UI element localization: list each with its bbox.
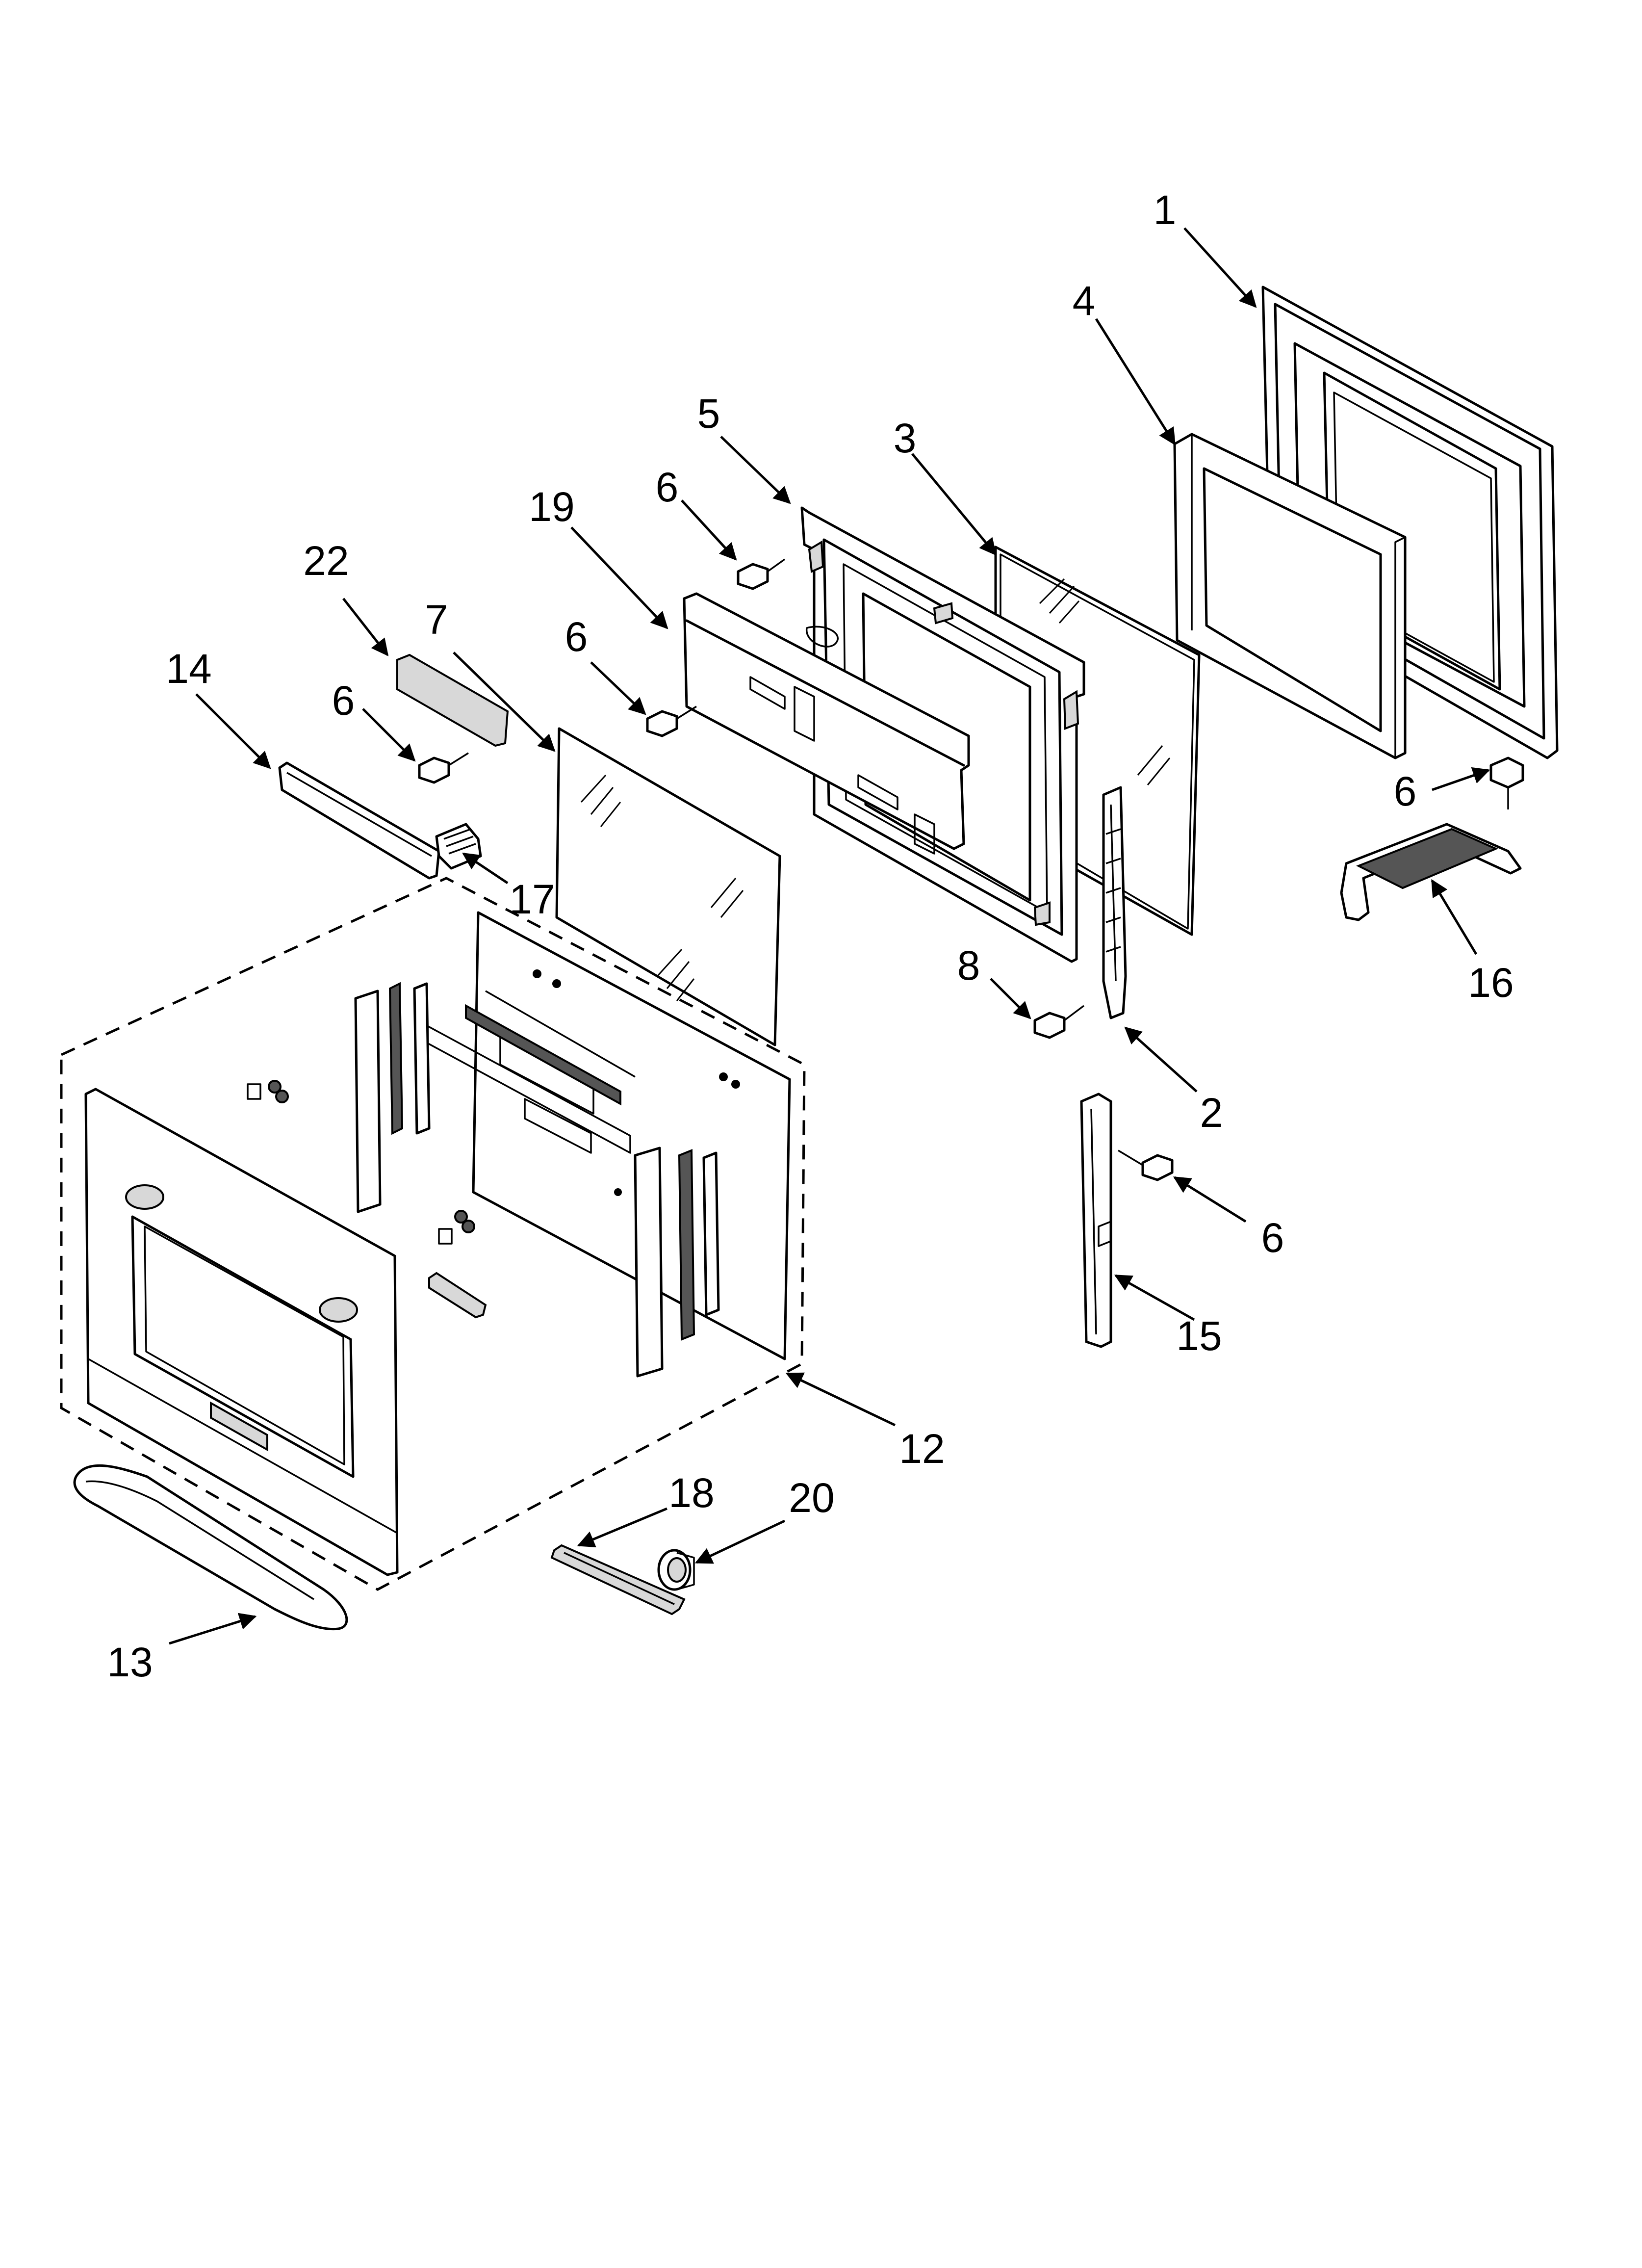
arrow-19	[570, 526, 668, 629]
label-part-22: 22	[303, 538, 349, 584]
arrow-6-c	[362, 708, 416, 762]
part-16-support-bracket	[1340, 823, 1522, 921]
label-part-14: 14	[166, 646, 211, 692]
label-part-6-a: 6	[656, 464, 679, 510]
label-part-7: 7	[425, 597, 448, 643]
screw-6-a	[737, 558, 786, 590]
part-1-outer-door-frame	[1261, 286, 1559, 759]
leader-arrows	[169, 227, 1490, 1645]
arrow-5	[720, 436, 791, 504]
part-4-gasket-frame	[1173, 433, 1407, 759]
screw-6-c	[418, 752, 469, 784]
label-part-6-c: 6	[332, 678, 355, 724]
label-part-15: 15	[1176, 1313, 1222, 1359]
label-part-6-d: 6	[1394, 768, 1417, 814]
part-number-labels: 1 2 3 4 5 6 6 6 6 6 7 8 12 13 14 15 16 1…	[107, 187, 1514, 1685]
part-8-screw	[1033, 1005, 1085, 1039]
arrow-4	[1095, 318, 1176, 445]
arrow-1	[1183, 227, 1257, 308]
arrow-14	[195, 693, 271, 769]
part-22-bracket	[396, 653, 509, 747]
label-part-16: 16	[1468, 960, 1514, 1006]
arrow-6-d	[1432, 767, 1490, 791]
part-7-middle-glass	[555, 727, 781, 1046]
label-part-4: 4	[1073, 278, 1096, 324]
part-18-badge	[550, 1544, 686, 1616]
arrow-6-e	[1173, 1176, 1247, 1223]
arrow-12	[785, 1372, 896, 1427]
arrow-3	[911, 453, 997, 556]
label-part-18: 18	[668, 1470, 714, 1516]
screw-6-d	[1489, 756, 1524, 809]
arrow-2	[1124, 1026, 1198, 1093]
arrow-8	[990, 978, 1031, 1019]
part-20-knob	[657, 1549, 695, 1591]
arrow-7	[453, 652, 556, 752]
screw-6-e	[1118, 1149, 1174, 1181]
arrow-6-a	[681, 499, 737, 561]
label-part-8: 8	[957, 942, 980, 989]
arrow-13	[169, 1613, 257, 1645]
arrow-18	[577, 1507, 667, 1548]
arrow-22	[342, 598, 389, 656]
arrow-6-b	[590, 661, 646, 715]
label-part-19: 19	[529, 484, 574, 530]
label-part-17: 17	[509, 876, 555, 922]
label-part-2: 2	[1200, 1090, 1223, 1136]
part-19-heat-shield	[683, 592, 970, 855]
label-part-20: 20	[789, 1475, 834, 1521]
arrow-16	[1431, 879, 1478, 955]
arrow-20	[694, 1519, 786, 1564]
label-part-1: 1	[1154, 187, 1177, 233]
label-part-12: 12	[899, 1426, 945, 1472]
part-12-door-assembly	[60, 877, 806, 1591]
label-part-13: 13	[107, 1639, 153, 1685]
arrow-17	[462, 852, 509, 885]
arrow-15	[1114, 1274, 1195, 1321]
label-part-5: 5	[697, 391, 720, 437]
screw-6-b	[646, 705, 697, 737]
part-14-hinge-strip	[278, 761, 440, 880]
label-part-3: 3	[894, 415, 917, 461]
part-13-door-handle	[73, 1464, 348, 1631]
part-2-hinge-rail	[1102, 786, 1127, 1019]
part-15-side-hinge	[1080, 1093, 1112, 1348]
label-part-6-b: 6	[565, 614, 588, 660]
label-part-6-e: 6	[1261, 1215, 1284, 1261]
